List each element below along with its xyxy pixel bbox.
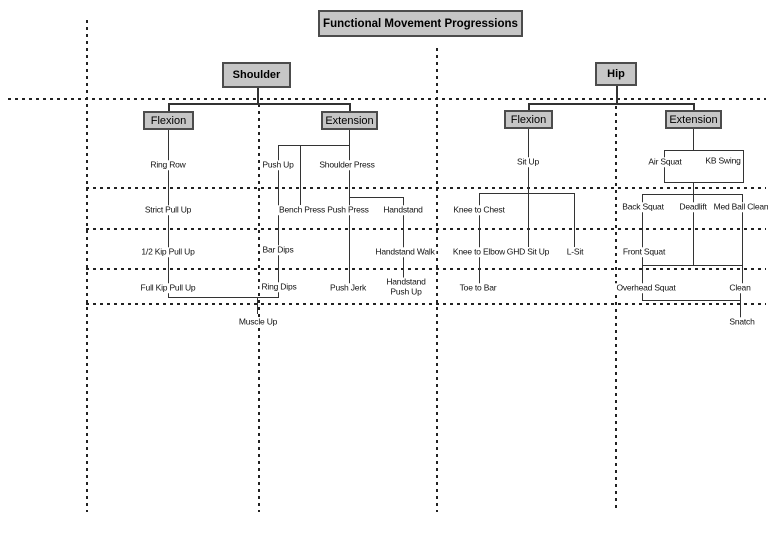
connector-line [257,88,259,103]
node-back-squat: Back Squat [620,201,666,212]
node-front-squat: Front Squat [620,246,668,257]
node-med-ball-clean: Med Ball Clean [711,202,768,212]
connector-line [742,265,743,284]
connector-line [278,145,279,298]
grid-dashed-line-vertical [258,104,260,512]
grid-dashed-line-vertical [436,48,438,512]
grid-dashed-line-vertical [86,20,88,512]
connector-line [642,194,743,195]
connector-line [642,265,743,266]
connector-line [278,145,350,146]
connector-line [168,103,170,112]
node-air-squat: Air Squat [646,156,684,167]
node-ring-dips: Ring Dips [259,281,299,292]
node-ghd-sit-up: GHD Sit Up [504,246,552,257]
connector-line [574,193,575,247]
connector-line [693,103,695,111]
node-knee-to-elbow: Knee to Elbow [450,246,508,257]
node-ring-row: Ring Row [148,159,188,170]
hip-extension-box: Extension [665,110,722,129]
connector-line [257,297,258,314]
grid-dashed-line-horizontal [8,98,766,100]
connector-line [693,182,694,195]
connector-line [616,86,618,103]
node-muscle-up: Muscle Up [236,316,280,327]
node-shoulder-press: Shoulder Press [317,159,377,170]
node-push-up: Push Up [260,159,296,170]
grid-dashed-line-horizontal [86,228,766,230]
connector-line [664,150,744,151]
connector-line [742,194,743,266]
connector-line [642,293,643,301]
node-push-jerk: Push Jerk [328,282,368,293]
shoulder-flexion-box: Flexion [143,111,194,130]
hip-box: Hip [595,62,637,86]
connector-line [740,293,741,318]
connector-line [300,145,301,205]
shoulder-extension-box: Extension [321,111,378,130]
node-handstand-push-up: Handstand Push Up [384,276,428,297]
connector-line [642,300,741,301]
connector-line [479,193,480,284]
node-bar-dips: Bar Dips [260,244,296,255]
node-full-kip-pull-up: Full Kip Pull Up [138,282,198,293]
connector-line [528,103,530,111]
title-box: Functional Movement Progressions [318,10,523,37]
node-overhead-squat: Overhead Squat [614,282,678,293]
connector-line [349,103,351,112]
node-half-kip-pull-up: 1/2 Kip Pull Up [139,246,197,257]
connector-line [168,103,350,105]
node-knee-to-chest: Knee to Chest [451,204,507,215]
node-strict-pull-up: Strict Pull Up [142,204,194,215]
connector-line [693,129,694,151]
hip-flexion-box: Flexion [504,110,553,129]
node-bench-press: Bench Press [277,204,327,215]
connector-line [664,182,744,183]
node-sit-up: Sit Up [515,156,541,167]
connector-line [642,194,643,284]
node-clean: Clean [727,282,753,293]
connector-line [349,197,404,198]
grid-dashed-line-vertical [615,106,617,512]
connector-line [168,297,279,298]
grid-dashed-line-horizontal [86,187,766,189]
node-push-press: Push Press [325,204,371,215]
node-handstand: Handstand [381,204,425,215]
node-toe-to-bar: Toe to Bar [457,282,499,293]
grid-dashed-line-horizontal [86,268,766,270]
node-kb-swing: KB Swing [703,155,743,166]
connector-line [479,193,575,194]
node-l-sit: L-Sit [564,246,586,257]
connector-line [693,194,694,266]
connector-line [528,103,694,105]
connector-line [403,197,404,281]
node-handstand-walk: Handstand Walk [373,246,437,257]
connector-line [743,150,744,183]
grid-dashed-line-horizontal [86,303,766,305]
node-snatch: Snatch [727,316,757,327]
shoulder-box: Shoulder [222,62,291,88]
node-deadlift: Deadlift [677,201,709,212]
connector-line [528,193,529,247]
